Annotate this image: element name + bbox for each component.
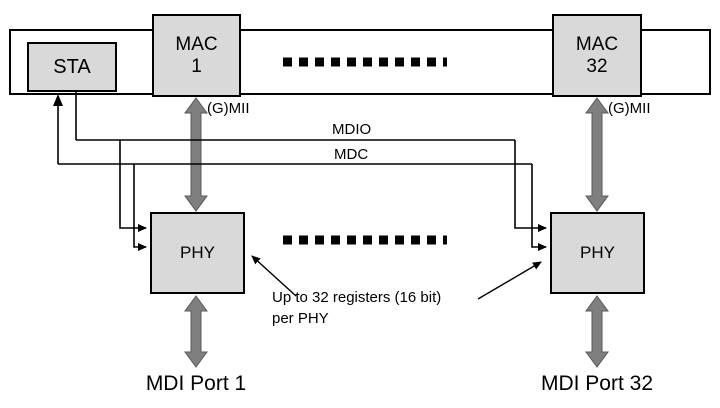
phy1-label: PHY (180, 243, 215, 263)
mdi-port-1-label: MDI Port 1 (145, 372, 247, 395)
annotation-line1: Up to 32 registers (16 bit) (272, 289, 442, 306)
mdi-port-32-label: MDI Port 32 (540, 372, 654, 395)
phy1-box: PHY (150, 212, 245, 294)
annotation-arrow-to-phy32 (477, 261, 542, 300)
sta-label: STA (53, 55, 91, 78)
bus-rect (9, 29, 711, 95)
phy32-box: PHY (550, 212, 645, 294)
gmii-label-right: (G)MII (608, 100, 651, 117)
mac32-label-line1: MAC (575, 33, 619, 55)
gmii-arrow-left (184, 97, 208, 212)
gmii-label-left: (G)MII (207, 100, 250, 117)
mdc-branch-phy1 (133, 164, 147, 251)
mac1-label-line2: 1 (191, 55, 202, 77)
mdio-branch-phy1 (119, 140, 147, 232)
mdc-label: MDC (334, 146, 369, 163)
annotation-line2: per PHY (272, 310, 329, 327)
annotation-arrow-to-phy1 (251, 255, 297, 297)
mac32-label-line2: 32 (586, 55, 608, 77)
sta-box: STA (27, 42, 117, 92)
mdi-arrow-left (184, 295, 208, 368)
mac1-label-line1: MAC (175, 33, 218, 55)
mac1-box: MAC 1 (152, 14, 241, 97)
gmii-arrow-right (585, 97, 609, 212)
mdio-branch-phy32 (514, 140, 547, 232)
sta-return-arrowhead (53, 94, 63, 106)
phy32-label: PHY (580, 243, 615, 263)
mdi-arrow-right (585, 295, 609, 368)
mdc-branch-phy32 (531, 164, 547, 251)
mdio-label: MDIO (332, 121, 372, 138)
mac32-box: MAC 32 (552, 14, 642, 97)
annotation-text: Up to 32 registers (16 bit) per PHY (272, 287, 441, 329)
